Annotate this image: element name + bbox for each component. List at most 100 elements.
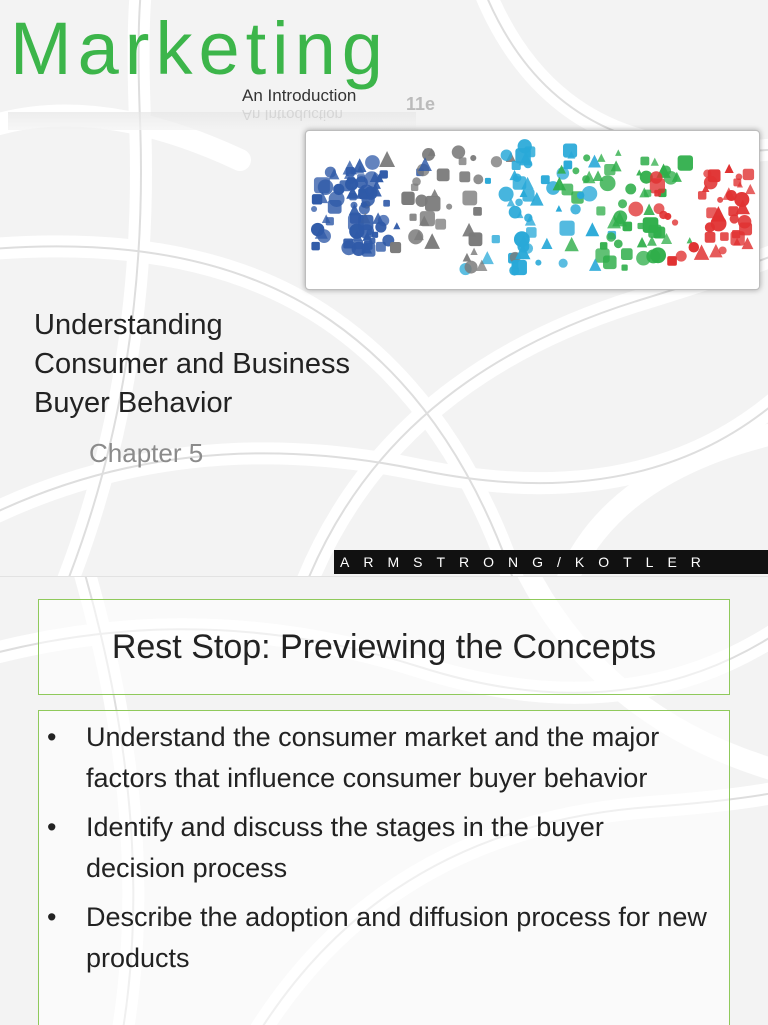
bullet-icon: •	[47, 812, 57, 842]
collage-icon	[618, 199, 628, 209]
collage-icon	[476, 259, 488, 271]
collage-icon	[603, 255, 617, 270]
collage-icon	[526, 227, 537, 238]
collage-icon	[327, 199, 342, 214]
collage-icon	[709, 243, 723, 258]
collage-icon	[733, 178, 742, 187]
collage-icon	[625, 183, 637, 195]
collage-icon	[359, 224, 375, 239]
collage-icon	[352, 230, 363, 241]
collage-icon	[559, 220, 575, 236]
collage-icon	[639, 187, 650, 198]
collage-icon	[639, 170, 653, 184]
collage-icon	[572, 167, 580, 175]
bullet-text: Describe the adoption and diffusion proc…	[86, 902, 707, 973]
collage-icon	[412, 177, 421, 186]
collage-icon	[379, 150, 396, 167]
collage-icon	[745, 183, 756, 195]
icon-collage	[310, 139, 756, 276]
icon-collage-image	[305, 130, 760, 290]
collage-icon	[506, 197, 516, 207]
collage-icon	[418, 157, 432, 171]
collage-icon	[419, 211, 435, 227]
collage-icon	[325, 217, 334, 226]
collage-icon	[636, 236, 648, 248]
collage-icon	[735, 173, 743, 181]
collage-icon	[688, 241, 700, 253]
collage-icon	[540, 175, 550, 185]
collage-icon	[520, 235, 527, 242]
collage-icon	[491, 234, 500, 244]
title-line: Consumer and Business	[34, 348, 350, 380]
bullet-text: Understand the consumer market and the m…	[86, 722, 660, 793]
collage-icon	[636, 169, 643, 176]
bullet-text: Identify and discuss the stages in the b…	[86, 812, 604, 883]
bullet-item: • Understand the consumer market and the…	[39, 717, 729, 799]
collage-icon	[637, 222, 644, 230]
slide-title: Understanding Consumer and Business Buye…	[34, 306, 350, 423]
collage-icon	[677, 155, 693, 171]
collage-icon	[379, 170, 388, 179]
collage-icon	[365, 155, 380, 170]
collage-icon	[646, 249, 661, 264]
collage-icon	[628, 201, 644, 217]
collage-icon	[642, 217, 659, 233]
collage-icon	[317, 229, 331, 243]
collage-icon	[350, 168, 357, 175]
logo-subtitle-reflection: An Introduction	[242, 106, 343, 123]
collage-icon	[582, 170, 596, 184]
collage-icon	[517, 240, 530, 253]
collage-icon	[604, 163, 616, 176]
collage-icon	[389, 241, 402, 254]
collage-icon	[735, 199, 751, 215]
collage-icon	[470, 247, 478, 256]
collage-icon	[728, 206, 739, 217]
collage-icon	[671, 219, 679, 226]
collage-icon	[697, 191, 707, 200]
collage-icon	[724, 163, 734, 173]
collage-icon	[515, 198, 523, 207]
collage-icon	[311, 206, 318, 213]
logo-subtitle: An Introduction	[242, 86, 357, 105]
collage-icon	[650, 157, 659, 166]
collage-icon	[375, 241, 386, 252]
collage-icon	[613, 239, 623, 249]
collage-icon	[484, 177, 491, 184]
collage-icon	[621, 264, 628, 271]
collage-icon	[316, 191, 329, 204]
collage-icon	[328, 168, 340, 180]
collage-icon	[427, 148, 436, 156]
collage-icon	[729, 214, 739, 224]
collage-icon	[620, 248, 633, 260]
collage-icon	[615, 149, 622, 156]
collage-icon	[693, 244, 710, 260]
collage-icon	[596, 206, 606, 216]
collage-icon	[464, 260, 478, 274]
collage-icon	[734, 192, 750, 208]
collage-icon	[359, 192, 367, 200]
collage-icon	[583, 154, 591, 162]
collage-icon	[661, 232, 673, 245]
collage-icon	[588, 154, 601, 168]
collage-icon	[348, 203, 361, 216]
collage-icon	[570, 204, 581, 215]
collage-icon	[599, 242, 608, 250]
collage-icon	[581, 186, 598, 202]
collage-icon	[564, 236, 579, 252]
collage-icon	[535, 259, 542, 266]
bullet-icon: •	[47, 722, 57, 752]
collage-icon	[522, 189, 535, 202]
edition-badge: 11e	[406, 94, 436, 114]
collage-icon	[458, 157, 467, 166]
collage-icon	[562, 143, 578, 158]
collage-icon	[561, 183, 574, 196]
collage-icon	[470, 154, 477, 162]
collage-icon	[720, 232, 729, 241]
collage-icon	[515, 148, 531, 164]
collage-icon	[311, 241, 320, 251]
bullet-icon: •	[47, 902, 57, 932]
collage-icon	[653, 203, 665, 215]
collage-icon	[612, 211, 627, 227]
collage-icon	[446, 203, 453, 210]
collage-icon	[654, 189, 661, 197]
